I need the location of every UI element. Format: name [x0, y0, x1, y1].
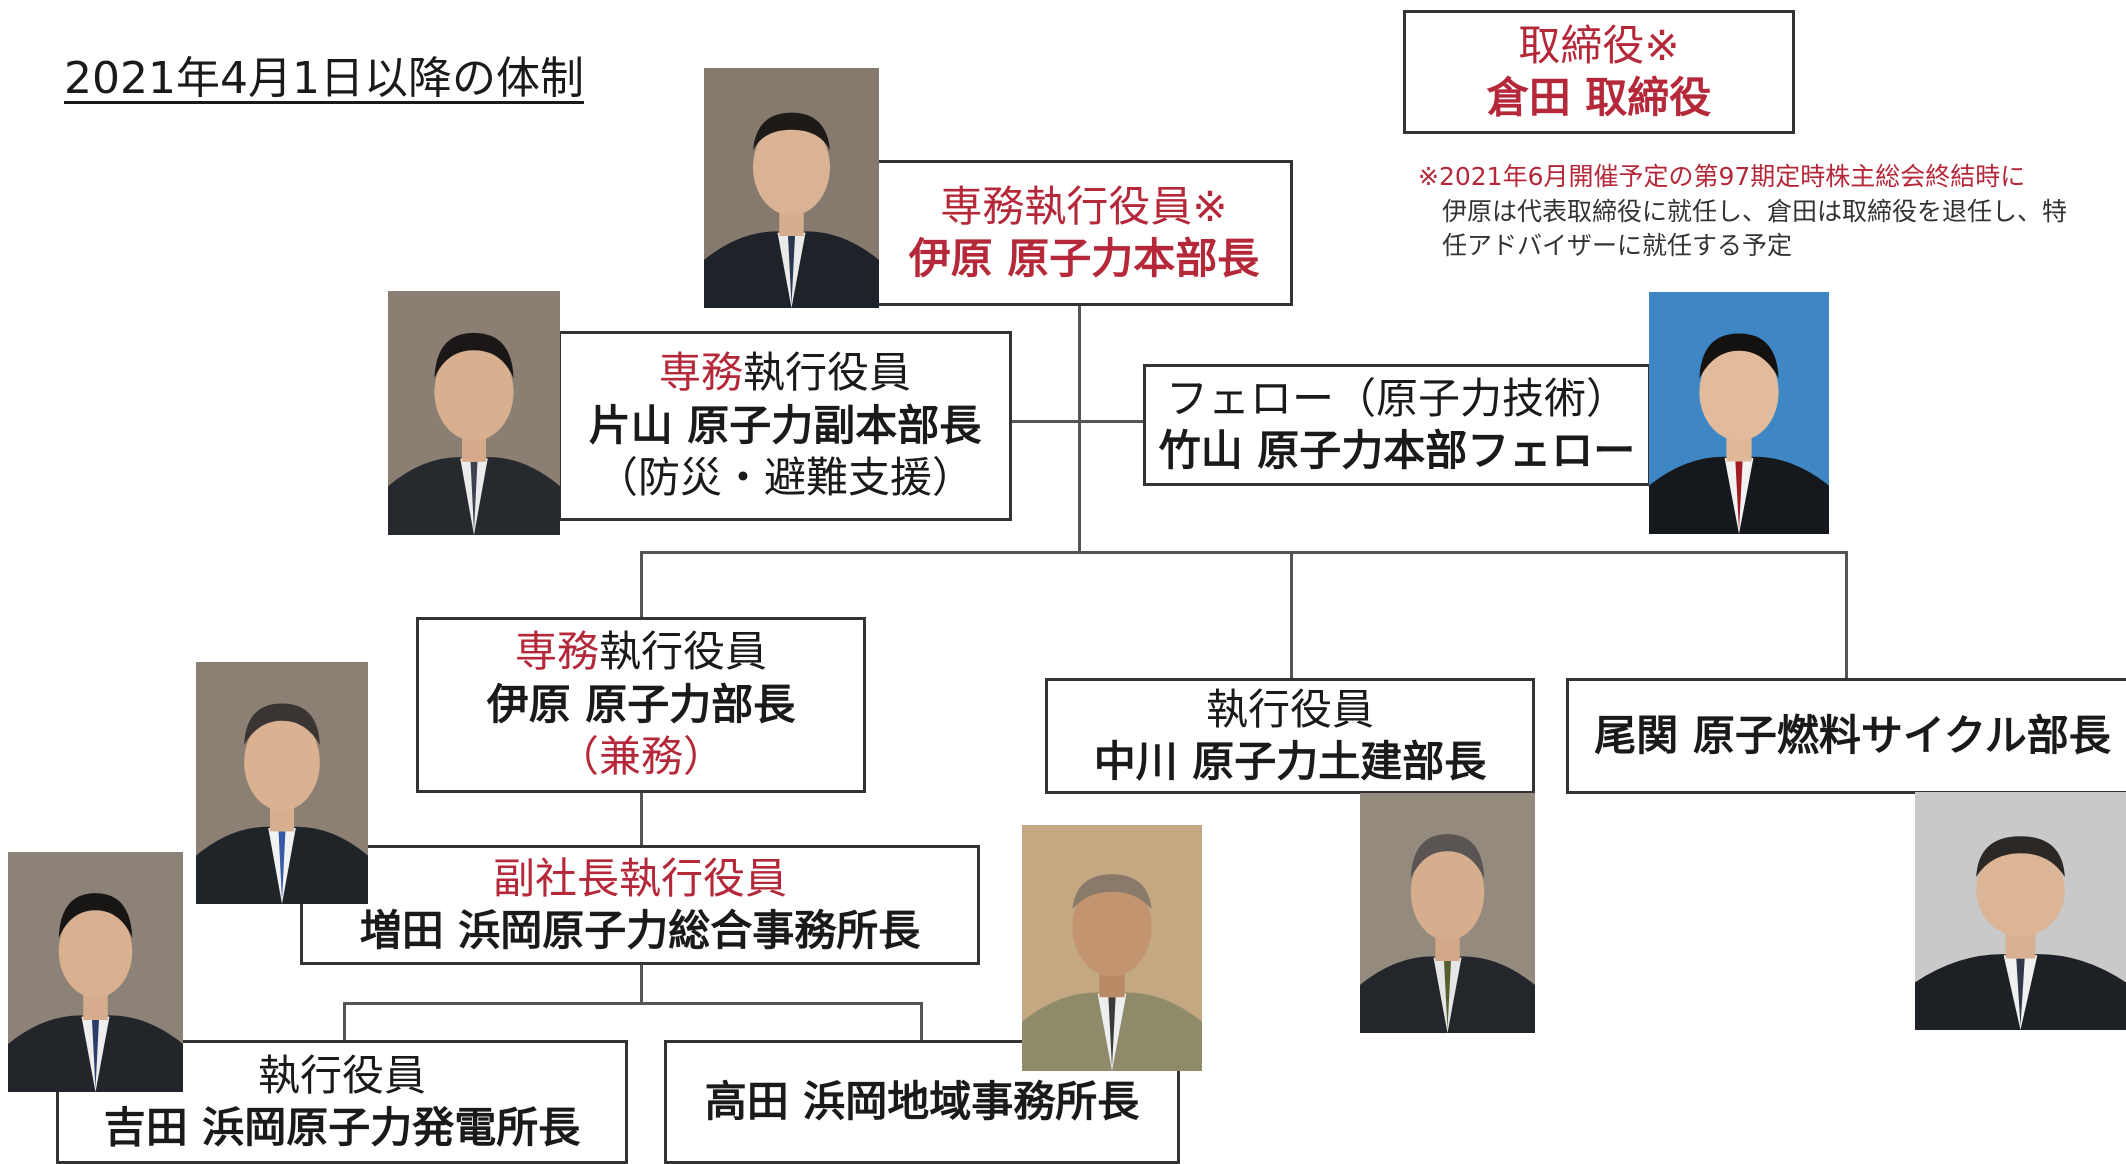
connector — [1290, 551, 1293, 681]
civil-role: 執行役員 — [1205, 684, 1374, 734]
portrait-photo-nakagawa — [1360, 793, 1535, 1033]
portrait-photo-yoshida — [8, 852, 183, 1092]
connector — [640, 551, 1848, 554]
deputy-name: 片山 原子力副本部長 — [588, 400, 982, 450]
executive-box-top: 専務執行役員※ 伊原 原子力本部長 — [875, 160, 1293, 306]
top-name: 伊原 原子力本部長 — [908, 234, 1260, 283]
page-title: 2021年4月1日以降の体制 — [64, 53, 584, 104]
connector — [640, 962, 643, 1002]
connector — [1010, 420, 1147, 423]
nuclear-dept-role-rest: 執行役員 — [599, 627, 768, 677]
regional-name: 高田 浜岡地域事務所長 — [704, 1076, 1140, 1126]
nuclear-dept-sub: （兼務） — [556, 732, 725, 782]
connector — [1078, 300, 1081, 552]
footnote: ※2021年6月開催予定の第97期定時株主総会終結時に 伊原は代表取締役に就任し… — [1418, 160, 2067, 264]
nuclear-dept-role: 専務執行役員 — [515, 626, 767, 679]
plant-role: 執行役員 — [257, 1050, 426, 1100]
executive-box-hamaoka-general: 副社長執行役員 増田 浜岡原子力総合事務所長 — [300, 845, 980, 965]
connector — [640, 793, 643, 848]
fellow-role: フェロー（原子力技術） — [1165, 373, 1628, 423]
fellow-box: フェロー（原子力技術） 竹山 原子力本部フェロー — [1143, 364, 1651, 486]
deputy-role-rest: 執行役員 — [743, 348, 912, 398]
footnote-line-1: ※2021年6月開催予定の第97期定時株主総会終結時に — [1418, 162, 2026, 191]
portrait-photo-katayama — [388, 291, 560, 535]
portrait-photo-ihara — [704, 68, 879, 308]
deputy-sub: （防災・避難支援） — [595, 453, 974, 503]
fellow-name: 竹山 原子力本部フェロー — [1158, 426, 1636, 475]
connector — [640, 551, 643, 621]
fuel-cycle-box: 尾関 原子燃料サイクル部長 — [1566, 678, 2126, 794]
footnote-line-2: 伊原は代表取締役に就任し、倉田は取締役を退任し、特 — [1442, 196, 2068, 226]
connector — [343, 1002, 923, 1005]
portrait-photo-masuda — [196, 662, 368, 904]
connector — [1845, 551, 1848, 678]
board-role: 取締役※ — [1518, 20, 1680, 70]
connector — [920, 1002, 923, 1042]
nuclear-dept-name: 伊原 原子力部長 — [486, 679, 796, 729]
plant-name: 吉田 浜岡原子力発電所長 — [103, 1103, 581, 1152]
nuclear-dept-role-red: 専務 — [514, 627, 599, 677]
hamaoka-general-role: 副社長執行役員 — [492, 853, 787, 903]
portrait-photo-takada — [1022, 825, 1202, 1071]
board-name: 倉田 取締役 — [1486, 73, 1712, 122]
deputy-role-red: 専務 — [658, 348, 743, 398]
executive-box-nuclear-dept: 専務執行役員 伊原 原子力部長 （兼務） — [416, 617, 866, 793]
board-box: 取締役※ 倉田 取締役 — [1403, 10, 1795, 134]
fuel-name: 尾関 原子燃料サイクル部長 — [1594, 710, 2111, 760]
executive-box-civil: 執行役員 中川 原子力土建部長 — [1045, 678, 1535, 794]
top-role: 専務執行役員※ — [940, 181, 1228, 231]
footnote-line-3: 任アドバイザーに就任する予定 — [1442, 231, 1793, 260]
portrait-photo-ozeki — [1915, 792, 2126, 1030]
executive-box-deputy: 専務執行役員 片山 原子力副本部長 （防災・避難支援） — [558, 331, 1012, 521]
civil-name: 中川 原子力土建部長 — [1093, 737, 1487, 786]
portrait-photo-takeyama — [1649, 292, 1829, 534]
hamaoka-general-name: 増田 浜岡原子力総合事務所長 — [359, 906, 921, 955]
deputy-role: 専務執行役員 — [659, 347, 911, 400]
connector — [343, 1002, 346, 1042]
